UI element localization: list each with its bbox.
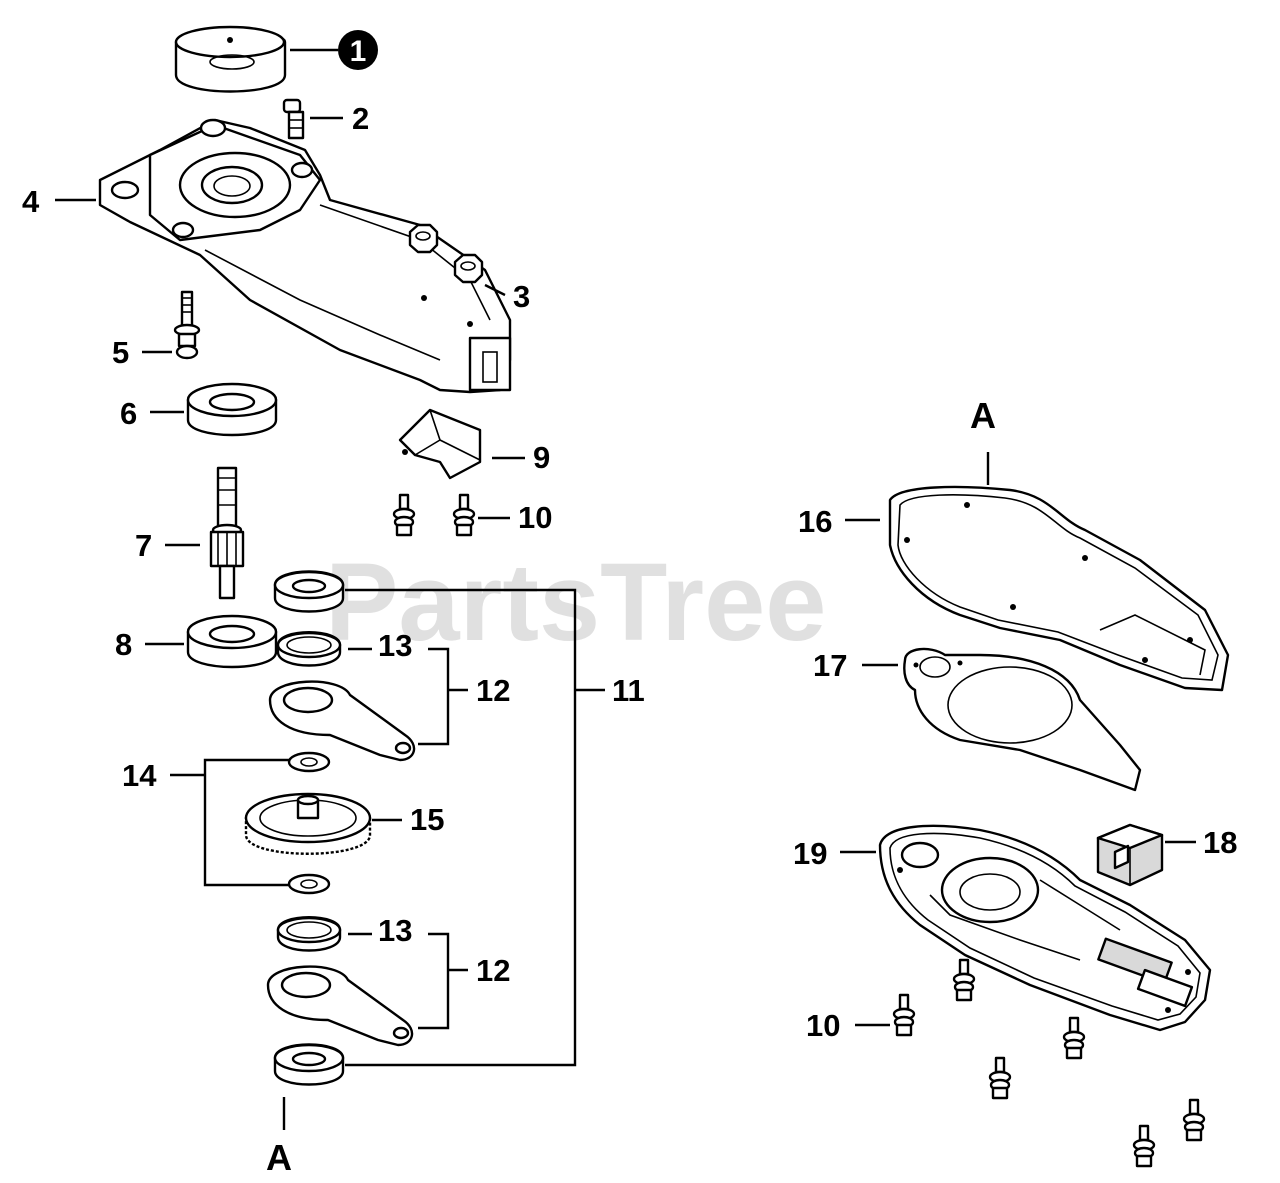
- callout-10-upper: 10: [518, 500, 552, 535]
- callout-16: 16: [798, 504, 832, 539]
- part-10-screw: [988, 1056, 1012, 1100]
- callout-3: 3: [513, 279, 530, 314]
- part-3-nut: [453, 253, 484, 284]
- part-16-gasket: [888, 485, 1230, 692]
- part-18-block: [1096, 823, 1164, 887]
- part-12-lever-lower: [266, 965, 414, 1047]
- callout-12-upper: 12: [476, 673, 510, 708]
- part-3-nut: [408, 223, 439, 254]
- part-5-screw: [173, 290, 201, 360]
- callout-13-upper: 13: [378, 628, 412, 663]
- callout-11: 11: [612, 673, 645, 708]
- part-11-bearing-bottom: [273, 1043, 345, 1086]
- part-19-cover: [878, 824, 1212, 1032]
- callout-8: 8: [115, 627, 132, 662]
- part-13-ring-lower: [276, 916, 342, 952]
- part-6-bearing: [186, 382, 278, 437]
- part-9-bracket: [398, 408, 482, 480]
- part-10-screw: [452, 493, 476, 537]
- callout-12-lower: 12: [476, 953, 510, 988]
- callout-15: 15: [410, 802, 444, 837]
- callout-6: 6: [120, 396, 137, 431]
- callout-10-lower: 10: [806, 1008, 840, 1043]
- callout-17: 17: [813, 648, 847, 683]
- part-14-washer-lower: [287, 873, 331, 895]
- callout-9: 9: [533, 440, 550, 475]
- part-10-screw: [1062, 1016, 1086, 1060]
- part-14-washer-upper: [287, 751, 331, 773]
- callout-5: 5: [112, 335, 129, 370]
- part-7-pinion-shaft: [209, 466, 245, 600]
- ref-a-bottom: A: [266, 1137, 292, 1178]
- part-4-gear-case: [98, 118, 512, 394]
- callout-2: 2: [352, 101, 369, 136]
- part-10-screw: [392, 493, 416, 537]
- part-10-screw: [892, 993, 916, 1037]
- part-13-ring-upper: [276, 631, 342, 667]
- callout-1-badge: 1: [338, 30, 378, 70]
- part-8-bearing: [186, 614, 278, 669]
- callout-19: 19: [793, 836, 827, 871]
- part-11-bearing-top: [273, 570, 345, 613]
- callout-18: 18: [1203, 825, 1237, 860]
- part-2-grease-fitting: [282, 98, 305, 140]
- ref-a-top: A: [970, 395, 996, 436]
- part-12-lever-upper: [268, 680, 416, 762]
- callout-1: 1: [350, 35, 367, 68]
- part-15-gear: [244, 792, 372, 855]
- part-17-gasket: [903, 647, 1142, 792]
- part-1-cup: [174, 25, 287, 93]
- part-10-screw: [952, 958, 976, 1002]
- part-10-screw: [1182, 1098, 1206, 1142]
- callout-13-lower: 13: [378, 913, 412, 948]
- callout-14: 14: [122, 758, 157, 793]
- part-10-screw: [1132, 1124, 1156, 1168]
- callout-4: 4: [22, 184, 40, 219]
- callout-7: 7: [135, 528, 152, 563]
